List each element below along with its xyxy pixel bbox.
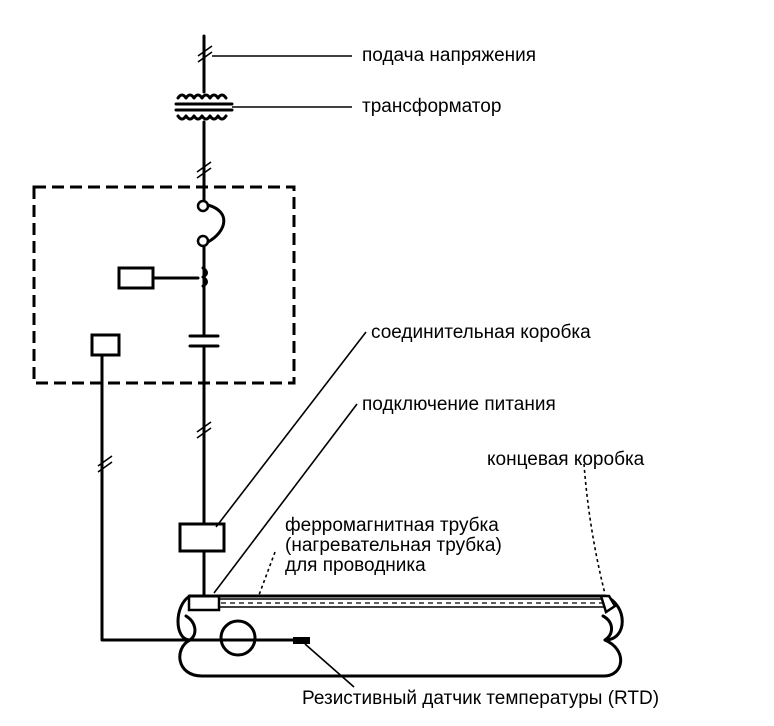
label-junction-box: соединительная коробка bbox=[371, 322, 591, 343]
label-power-connection: подключение питания bbox=[362, 394, 556, 415]
end-box bbox=[599, 594, 617, 614]
control-panel-boundary bbox=[32, 185, 296, 385]
label-end-box: концевая коробка bbox=[487, 449, 645, 470]
junction-box bbox=[178, 522, 226, 553]
ferromagnetic-tube bbox=[219, 598, 607, 608]
label-power-supply: подача напряжения bbox=[362, 45, 537, 66]
contactor-relay bbox=[117, 266, 208, 290]
label-transformer: трансформатор bbox=[362, 96, 502, 117]
label-ferro-tube-2: (нагревательная трубка) bbox=[285, 535, 502, 556]
rtd-sensor bbox=[293, 637, 310, 644]
pipe bbox=[176, 594, 624, 678]
transformer-symbol bbox=[174, 93, 234, 121]
contact-symbol bbox=[188, 334, 220, 348]
leader-lines bbox=[212, 55, 606, 688]
breaker-switch bbox=[196, 199, 226, 248]
power-connection-box bbox=[187, 594, 221, 612]
label-ferro-tube-1: ферромагнитная трубка bbox=[285, 515, 499, 536]
label-rtd: Резистивный датчик температуры (RTD) bbox=[302, 688, 660, 709]
rtd-wiring bbox=[90, 333, 298, 642]
label-ferro-tube-3: для проводника bbox=[285, 555, 426, 576]
conductor-tick-marks bbox=[97, 45, 213, 473]
